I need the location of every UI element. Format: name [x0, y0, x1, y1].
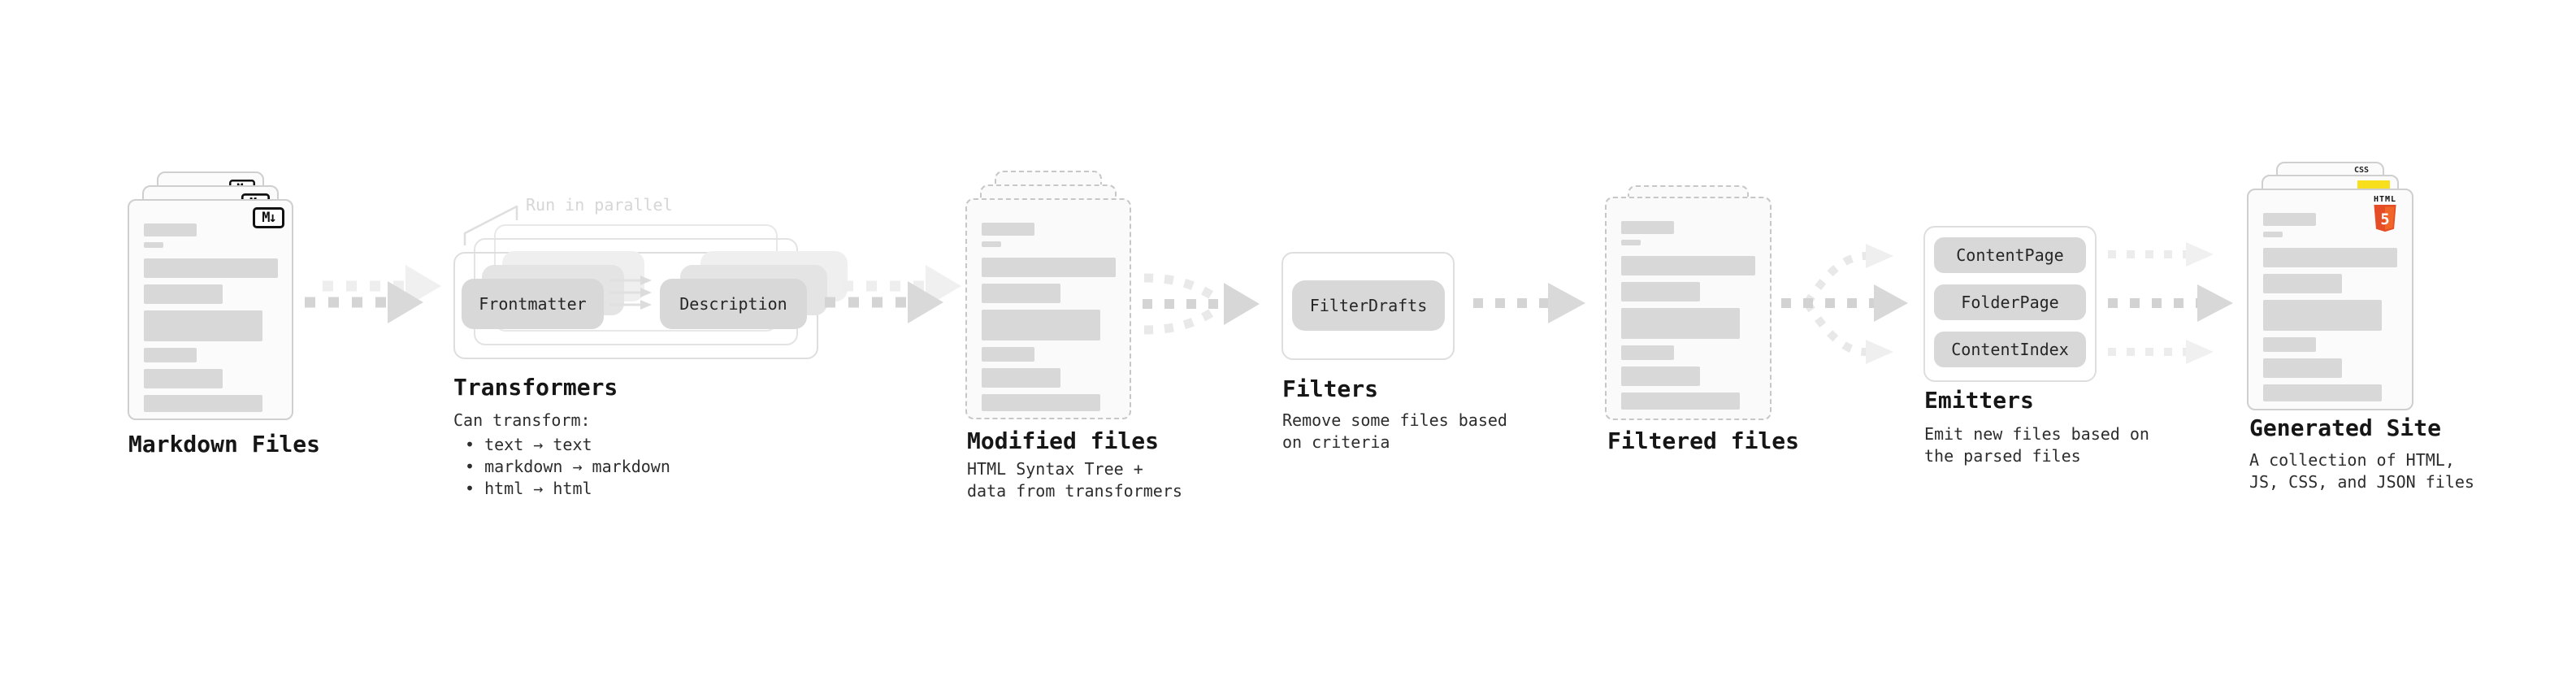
parallel-arrows-icon	[609, 275, 652, 310]
emitter-pill-folderpage: FolderPage	[1934, 284, 2086, 320]
text-line-placeholder	[2263, 232, 2283, 237]
text-line-placeholder	[982, 223, 1034, 236]
stage-title-filters: Filters	[1282, 375, 1379, 402]
transformers-bullet: • markdown → markdown	[465, 457, 670, 476]
text-line-placeholder	[2263, 274, 2342, 293]
text-line-placeholder	[1621, 221, 1674, 234]
text-line-placeholder	[982, 394, 1100, 411]
dashed-arrow-markdown-to-transformers	[305, 265, 441, 323]
stage-title-generated-site: Generated Site	[2249, 414, 2442, 441]
document-placeholder-lines	[982, 223, 1116, 411]
file-card-front	[965, 198, 1131, 419]
text-line-placeholder	[1621, 240, 1641, 245]
text-line-placeholder	[982, 241, 1001, 247]
transformers-bullet: • text → text	[465, 435, 592, 454]
html5-icon: HTML 5	[2366, 195, 2404, 232]
transformers-bullet: • html → html	[465, 479, 592, 498]
dashed-arrow-transformers-to-modified	[825, 265, 961, 323]
converging-dashed-arrow-modified-to-filters	[1143, 273, 1260, 335]
emitter-pill-contentpage: ContentPage	[1934, 237, 2086, 273]
text-line-placeholder	[144, 284, 223, 304]
text-line-placeholder	[1621, 393, 1740, 410]
generated-desc-line1: A collection of HTML,	[2249, 450, 2455, 470]
text-line-placeholder	[982, 347, 1034, 362]
stage-title-transformers: Transformers	[453, 374, 618, 401]
text-line-placeholder	[144, 223, 197, 236]
markdown-icon: M↓	[253, 207, 284, 228]
svg-text:5: 5	[2380, 211, 2389, 228]
emitters-desc-line2: the parsed files	[1924, 446, 2081, 466]
text-line-placeholder	[1621, 367, 1700, 386]
text-line-placeholder	[144, 310, 262, 341]
run-in-parallel-label: Run in parallel	[526, 195, 673, 215]
parallel-dashed-arrows-emitters-to-generated	[2108, 242, 2233, 364]
text-line-placeholder	[2263, 358, 2342, 378]
stage-title-filtered-files: Filtered files	[1607, 427, 1800, 454]
text-line-placeholder	[1621, 308, 1740, 339]
file-card-front	[1605, 197, 1772, 420]
callout-line	[463, 205, 518, 245]
modified-desc-line2: data from transformers	[967, 481, 1182, 501]
document-placeholder-lines	[1621, 221, 1755, 410]
document-placeholder-lines	[2263, 213, 2397, 401]
text-line-placeholder	[144, 395, 262, 412]
text-line-placeholder	[2263, 384, 2382, 401]
text-line-placeholder	[982, 284, 1060, 303]
transformer-pill-frontmatter: Frontmatter	[462, 279, 604, 329]
text-line-placeholder	[144, 369, 223, 388]
text-line-placeholder	[144, 348, 197, 362]
text-line-placeholder	[1621, 256, 1755, 275]
transformer-pill-description: Description	[660, 279, 807, 329]
dashed-arrow-filters-to-filtered	[1473, 283, 1585, 323]
emitter-pill-contentindex: ContentIndex	[1934, 332, 2086, 367]
text-line-placeholder	[2263, 337, 2316, 352]
text-line-placeholder	[1621, 345, 1674, 360]
modified-desc-line1: HTML Syntax Tree +	[967, 459, 1143, 479]
stage-title-markdown-files: Markdown Files	[128, 431, 321, 458]
filters-desc-line1: Remove some files based	[1282, 410, 1507, 430]
file-card-front: M↓	[128, 199, 293, 420]
text-line-placeholder	[144, 258, 278, 278]
text-line-placeholder	[982, 258, 1116, 277]
text-line-placeholder	[2263, 300, 2382, 331]
filters-desc-line2: on criteria	[1282, 432, 1390, 452]
stage-title-emitters: Emitters	[1924, 387, 2034, 414]
text-line-placeholder	[2263, 213, 2316, 226]
emitters-desc-line1: Emit new files based on	[1924, 424, 2149, 444]
stage-title-modified-files: Modified files	[967, 427, 1160, 454]
transformers-desc: Can transform:	[453, 410, 591, 430]
text-line-placeholder	[2263, 248, 2397, 267]
text-line-placeholder	[144, 242, 163, 248]
diverging-dashed-arrow-filtered-to-emitters	[1781, 244, 1908, 364]
file-card-front-html: HTML 5	[2247, 189, 2413, 410]
text-line-placeholder	[1621, 282, 1700, 301]
generated-desc-line2: JS, CSS, and JSON files	[2249, 472, 2474, 492]
text-line-placeholder	[982, 368, 1060, 388]
filter-pill-filterdrafts: FilterDrafts	[1292, 280, 1445, 331]
document-placeholder-lines	[144, 223, 278, 412]
text-line-placeholder	[982, 310, 1100, 340]
